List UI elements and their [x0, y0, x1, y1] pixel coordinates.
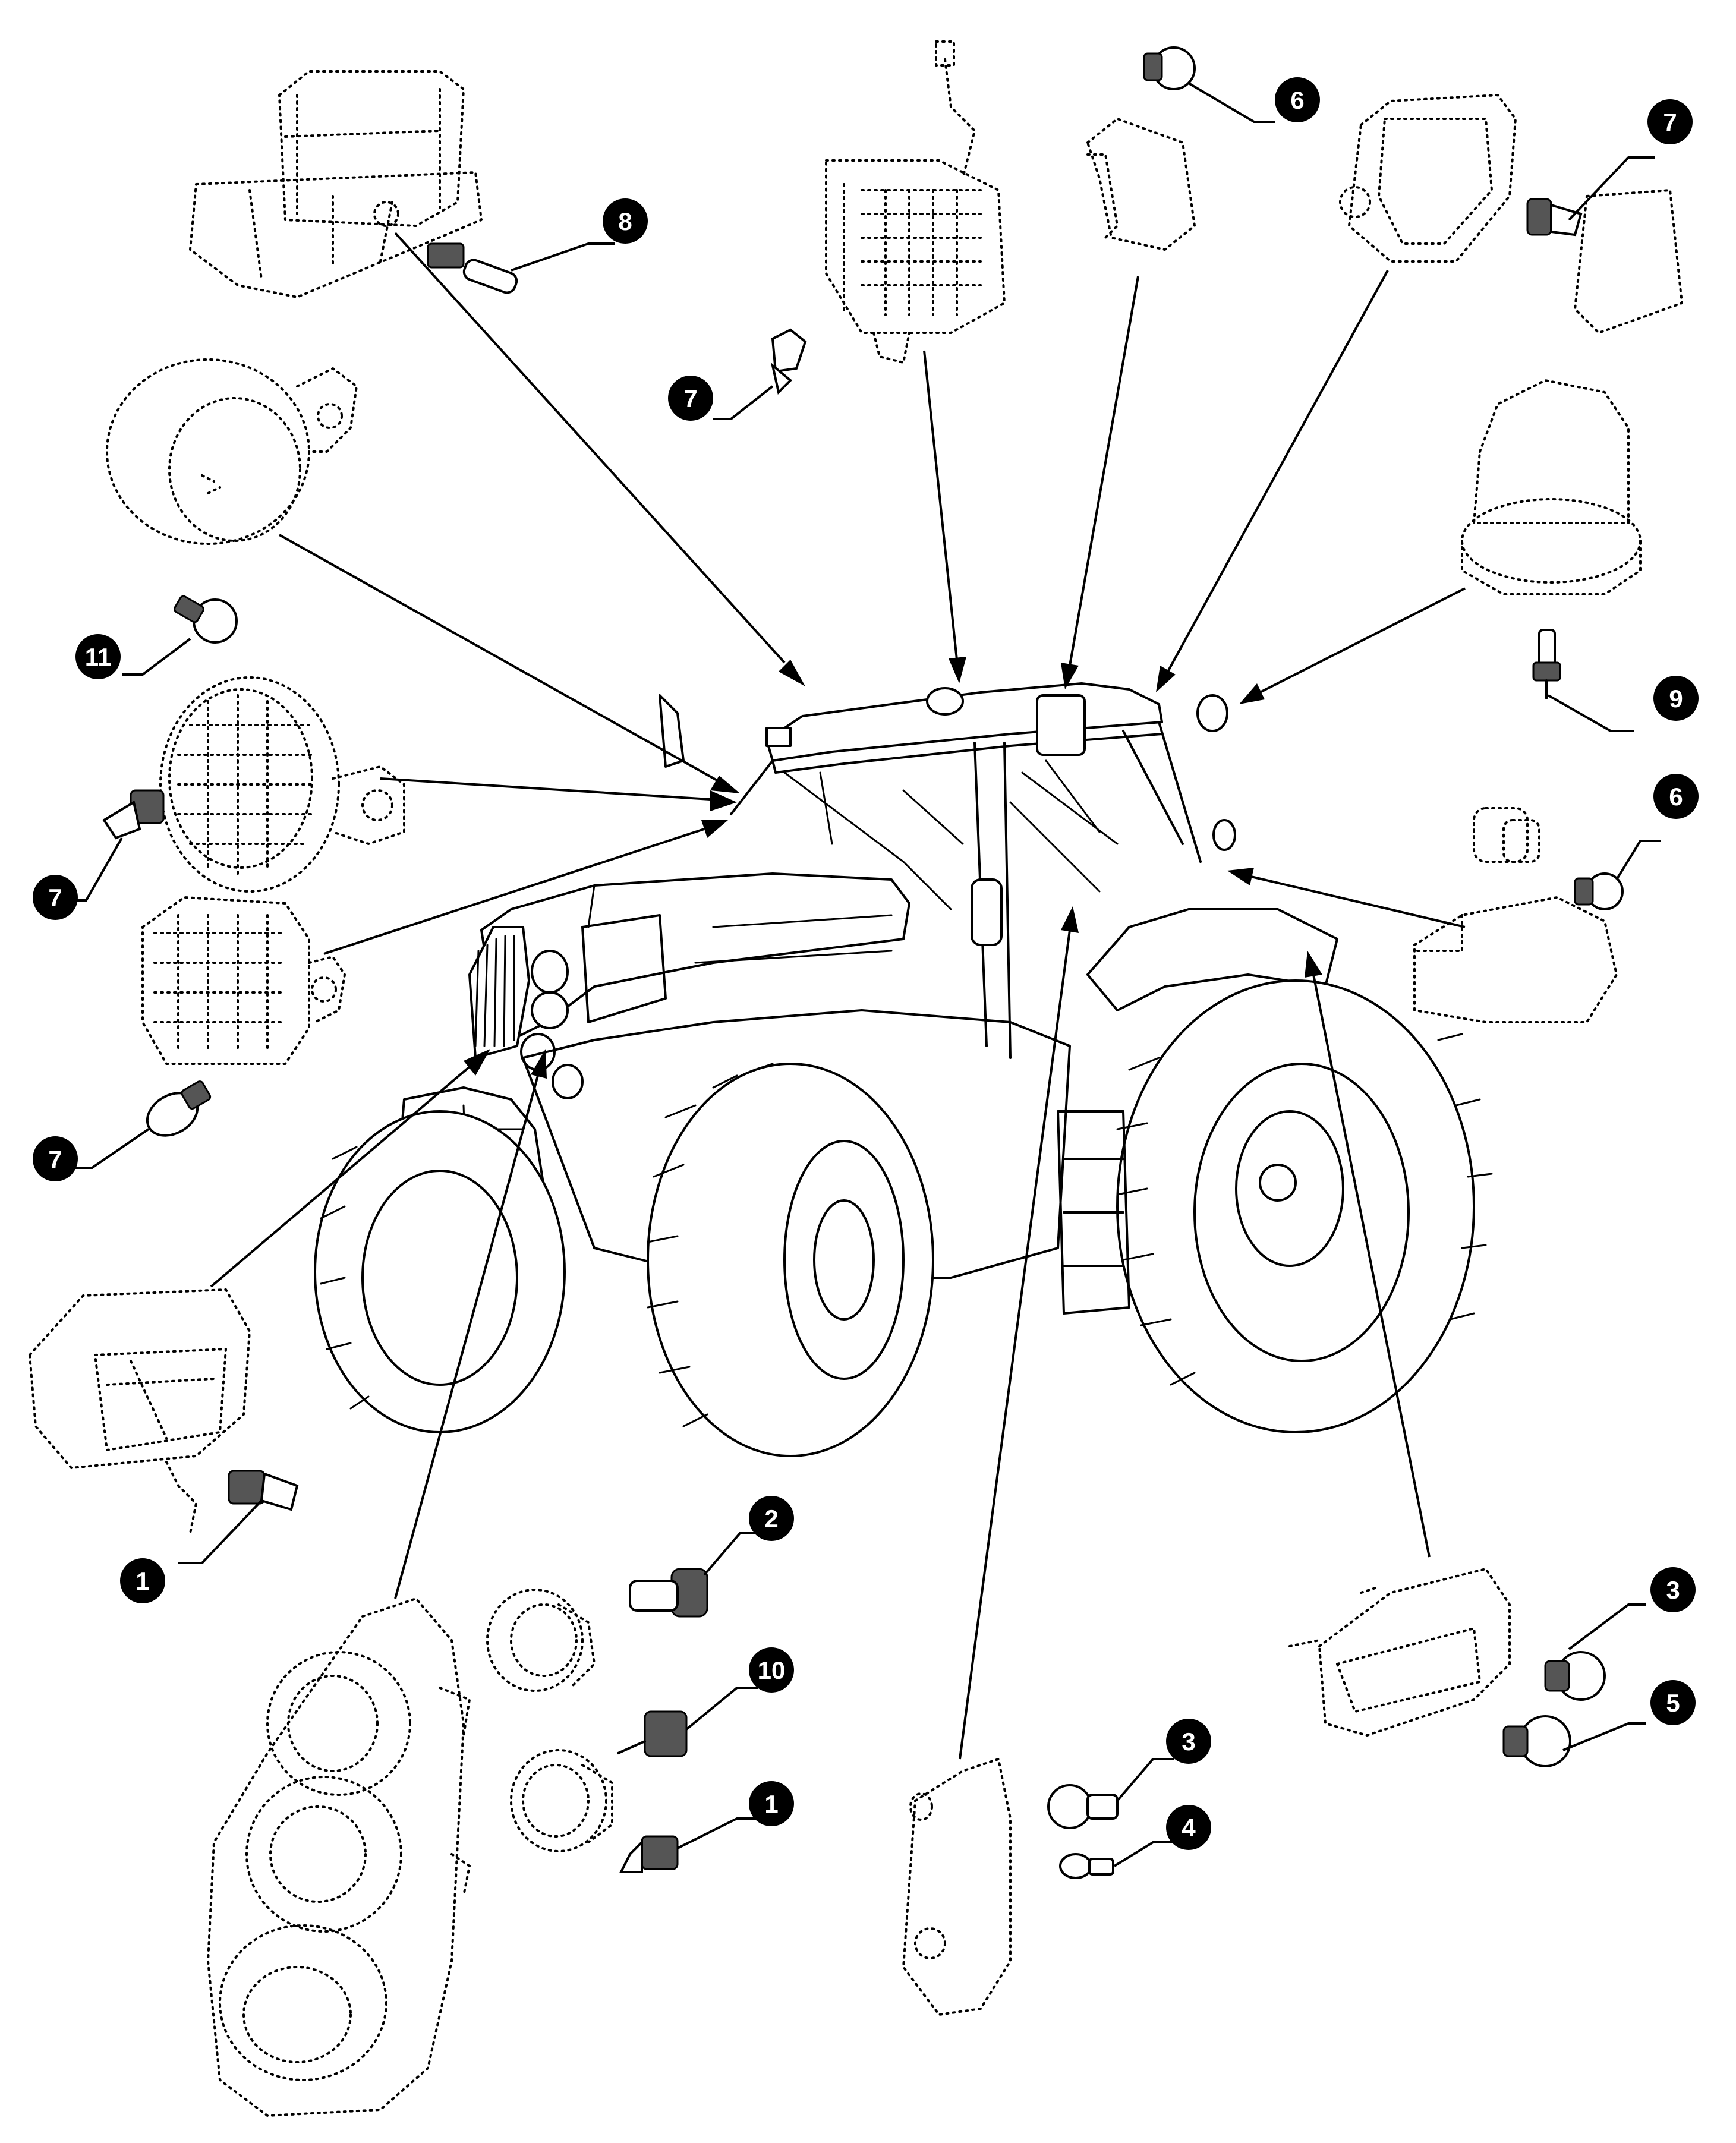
- svg-text:1: 1: [764, 1790, 778, 1818]
- svg-text:6: 6: [1290, 86, 1304, 114]
- bulb-item-8: [427, 242, 518, 294]
- svg-text:4: 4: [1182, 1814, 1196, 1842]
- bulb-item-7-top-right: [1526, 198, 1583, 237]
- rect-work-lamp-left: [141, 896, 346, 1065]
- callout-8: 8: [603, 198, 648, 244]
- bulb-item-10: [617, 1710, 688, 1757]
- bulb-item-11: [174, 595, 238, 644]
- oval-work-lamp-left: [159, 676, 405, 893]
- callout-6-right: 6: [1653, 774, 1699, 819]
- svg-text:3: 3: [1182, 1728, 1195, 1756]
- bulb-item-4: [1059, 1853, 1114, 1879]
- work-lamp-top-right: [1339, 94, 1683, 334]
- headlamp-cluster-bottom-left: [207, 1597, 471, 2117]
- callout-10: 10: [749, 1647, 794, 1693]
- callout-leaders: [71, 82, 1661, 1867]
- callout-6-top: 6: [1275, 77, 1320, 122]
- clearance-lamp-top: [1086, 118, 1196, 251]
- bulb-item-7-lower-left: [146, 1080, 212, 1137]
- side-lamp-right: [1413, 896, 1618, 1023]
- callout-4: 4: [1166, 1805, 1211, 1850]
- callout-1-left: 1: [120, 1558, 165, 1603]
- bulb-item-6-top: [1143, 46, 1196, 90]
- bulb-item-9: [1532, 629, 1561, 699]
- headlamp-modules-bottom-center: [486, 1589, 613, 1852]
- callout-7-top-right: 7: [1647, 99, 1693, 144]
- tractor-illustration: [314, 682, 1493, 1457]
- tail-lamp-bottom-right: [1288, 1568, 1511, 1737]
- callout-5: 5: [1650, 1680, 1696, 1725]
- callout-3-center: 3: [1166, 1719, 1211, 1764]
- svg-text:8: 8: [618, 207, 632, 235]
- rect-headlamp-lower-left: [29, 1288, 251, 1534]
- bulb-item-5: [1502, 1715, 1571, 1767]
- callout-9: 9: [1653, 676, 1699, 721]
- bulb-item-3-center: [1047, 1784, 1119, 1829]
- bulb-item-6-right: [1574, 872, 1624, 910]
- bulb-item-7-top: [770, 328, 807, 395]
- bulb-item-7-mid-left: [102, 789, 165, 840]
- svg-text:10: 10: [758, 1656, 786, 1684]
- leader-lines: [210, 232, 1466, 1760]
- svg-text:7: 7: [683, 385, 697, 412]
- side-marker-right: [1473, 807, 1540, 863]
- callout-7-lower-left: 7: [33, 1136, 78, 1181]
- callout-11: 11: [75, 634, 121, 679]
- svg-text:6: 6: [1669, 783, 1683, 811]
- callout-7-mid-left: 7: [33, 875, 78, 920]
- callout-3-right: 3: [1650, 1567, 1696, 1612]
- callout-2: 2: [749, 1496, 794, 1541]
- rear-lamp-bottom-center: [902, 1758, 1012, 2016]
- round-work-lamp-left-upper: [106, 358, 358, 545]
- bulb-item-1-bottom: [619, 1835, 679, 1873]
- svg-text:7: 7: [1663, 108, 1677, 136]
- svg-text:11: 11: [85, 643, 111, 671]
- svg-text:3: 3: [1666, 1576, 1680, 1604]
- bulb-item-3-right: [1544, 1651, 1606, 1701]
- svg-text:5: 5: [1666, 1689, 1680, 1717]
- svg-text:9: 9: [1669, 685, 1683, 713]
- rotating-beacon-right: [1461, 379, 1642, 595]
- svg-text:7: 7: [48, 1145, 62, 1173]
- callout-7-top-center: 7: [668, 376, 713, 421]
- bulb-item-1-left: [228, 1470, 299, 1511]
- svg-text:2: 2: [764, 1505, 778, 1533]
- svg-text:1: 1: [136, 1567, 149, 1595]
- roof-work-lamp-top-center: [825, 40, 1006, 364]
- bulb-item-2: [629, 1568, 708, 1618]
- svg-text:7: 7: [48, 884, 62, 912]
- roof-work-lamp-top-left: [189, 70, 483, 298]
- callout-1-bottom: 1: [749, 1781, 794, 1826]
